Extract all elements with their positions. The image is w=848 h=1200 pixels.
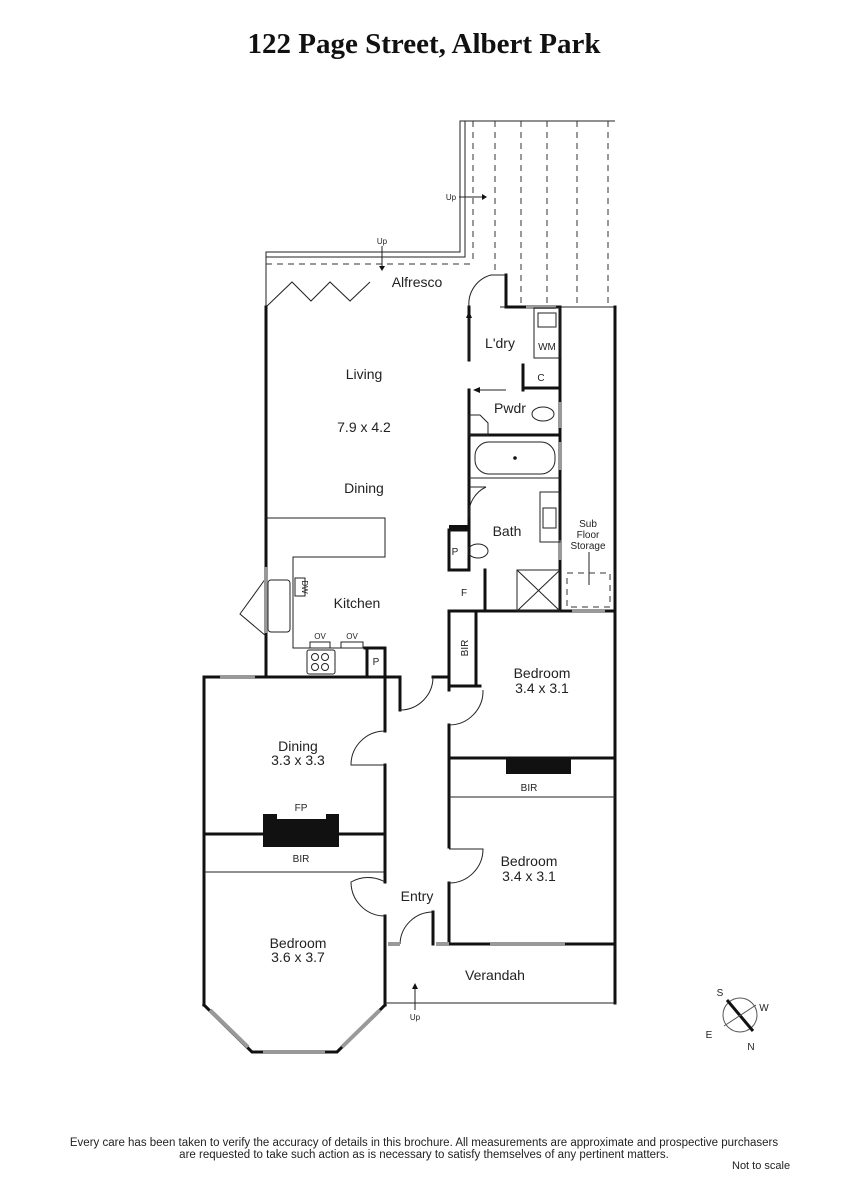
- label-bedroom-1: Bedroom: [514, 665, 571, 681]
- label-up-alfresco: Up: [377, 237, 388, 246]
- compass-n: N: [747, 1042, 754, 1053]
- label-laundry: L'dry: [485, 335, 515, 351]
- label-dining-open: Dining: [344, 480, 384, 496]
- fixtures: [263, 307, 611, 847]
- label-ov-1: OV: [314, 632, 326, 641]
- label-bedroom-1-dims: 3.4 x 3.1: [515, 680, 569, 696]
- compass-w: W: [759, 1003, 769, 1014]
- label-pwdr: Pwdr: [494, 400, 526, 416]
- label-sub: Sub: [579, 519, 597, 530]
- label-up-verandah: Up: [410, 1013, 421, 1022]
- label-c: C: [537, 373, 544, 384]
- walls: [201, 273, 617, 1054]
- label-dining-dims: 3.3 x 3.3: [271, 752, 325, 768]
- label-verandah: Verandah: [465, 967, 525, 983]
- not-to-scale: Not to scale: [732, 1160, 791, 1172]
- disclaimer-line-2: are requested to take such action as is …: [179, 1149, 669, 1161]
- compass: S W E N: [706, 988, 770, 1053]
- room-labels: Alfresco Living 7.9 x 4.2 Dining Kitchen…: [270, 193, 606, 1022]
- compass-e: E: [706, 1030, 713, 1041]
- label-f: F: [461, 588, 467, 599]
- label-living: Living: [346, 366, 383, 382]
- label-floor: Floor: [577, 530, 600, 541]
- label-dining: Dining: [278, 738, 318, 754]
- doors: [239, 274, 506, 945]
- label-bedroom-2-dims: 3.4 x 3.1: [502, 868, 556, 884]
- label-ov-2: OV: [346, 632, 358, 641]
- label-alfresco: Alfresco: [392, 274, 443, 290]
- label-bir-left: BIR: [293, 854, 310, 865]
- label-bir-mid: BIR: [521, 783, 538, 794]
- label-storage: Storage: [570, 541, 605, 552]
- label-bir-rear: BIR: [460, 640, 471, 657]
- label-fp: FP: [295, 803, 308, 814]
- disclaimer: Every care has been taken to verify the …: [0, 1137, 848, 1161]
- label-bedroom-3: Bedroom: [270, 935, 327, 951]
- label-bedroom-2: Bedroom: [501, 853, 558, 869]
- bifold-door: [265, 281, 371, 308]
- windows: [208, 305, 605, 1054]
- label-entry: Entry: [401, 888, 434, 904]
- label-living-dims: 7.9 x 4.2: [337, 419, 391, 435]
- compass-s: S: [717, 988, 724, 999]
- stair-arrows: [379, 194, 506, 1010]
- label-pantry-bath: P: [452, 547, 459, 558]
- label-bedroom-3-dims: 3.6 x 3.7: [271, 949, 325, 965]
- label-up-deck: Up: [446, 193, 457, 202]
- page-title: 122 Page Street, Albert Park: [247, 28, 601, 60]
- label-dw: DW: [300, 580, 309, 594]
- label-kitchen: Kitchen: [334, 595, 381, 611]
- label-bath: Bath: [493, 523, 522, 539]
- label-wm: WM: [538, 342, 556, 353]
- label-pantry-kitchen: P: [373, 657, 380, 668]
- disclaimer-line-1: Every care has been taken to verify the …: [69, 1137, 779, 1149]
